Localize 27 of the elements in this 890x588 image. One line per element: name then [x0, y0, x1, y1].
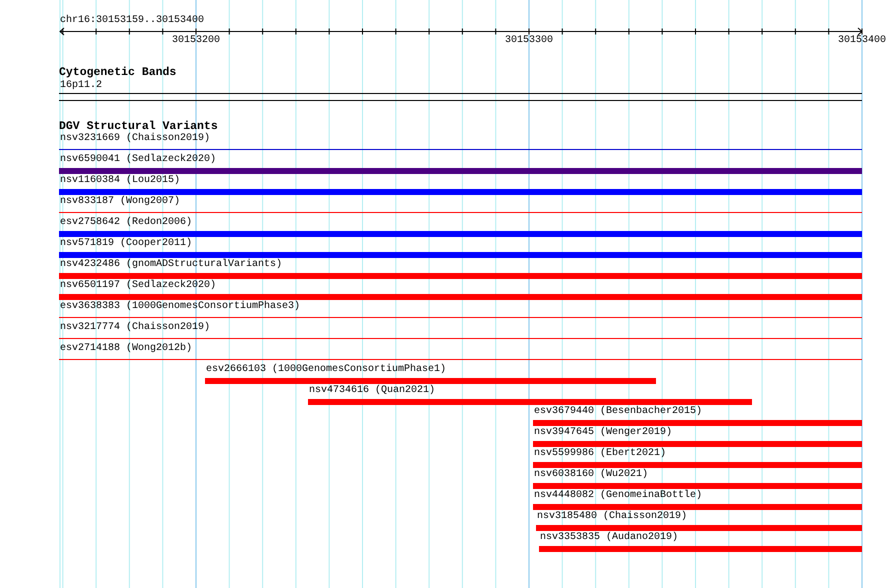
variant-label: nsv3231669 (Chaisson2019) [60, 133, 210, 145]
variant-label: nsv3185480 (Chaisson2019) [537, 511, 688, 523]
band-label: 16p11.2 [60, 80, 102, 92]
variant-label: esv2758642 (Redon2006) [60, 217, 192, 229]
variant-label: esv3679440 (Besenbacher2015) [534, 406, 702, 418]
variant-label: esv3638383 (1000GenomesConsortiumPhase3) [60, 301, 300, 313]
variant-label: nsv3353835 (Audano2019) [540, 532, 678, 544]
track-title: Cytogenetic Bands [59, 66, 176, 80]
tick-label: 30153400 [838, 35, 886, 47]
variant-label: nsv833187 (Wong2007) [60, 196, 180, 208]
variant-label: nsv4232486 (gnomADStructuralVariants) [60, 259, 282, 271]
variant-label: nsv3217774 (Chaisson2019) [60, 322, 210, 334]
variant-label: nsv571819 (Cooper2011) [60, 238, 192, 250]
variant-label: esv2714188 (Wong2012b) [60, 343, 192, 355]
variant-label: nsv1160384 (Lou2015) [60, 175, 180, 187]
tick-label: 30153200 [172, 35, 220, 47]
variant-label: nsv4734616 (Quan2021) [309, 385, 436, 397]
variant-label: esv2666103 (1000GenomesConsortiumPhase1) [206, 364, 446, 376]
variant-label: nsv6501197 (Sedlazeck2020) [60, 280, 216, 292]
variant-label: nsv4448082 (GenomeinaBottle) [534, 490, 702, 502]
coordinate-range-label: chr16:30153159..30153400 [60, 15, 204, 27]
tick-label: 30153300 [505, 35, 553, 47]
variant-label: nsv6590041 (Sedlazeck2020) [60, 154, 216, 166]
track-title: DGV Structural Variants [59, 120, 218, 133]
variant-label: nsv5599986 (Ebert2021) [534, 448, 666, 460]
variant-label: nsv3947645 (Wenger2019) [534, 427, 672, 439]
variant-label: nsv6038160 (Wu2021) [534, 469, 648, 481]
